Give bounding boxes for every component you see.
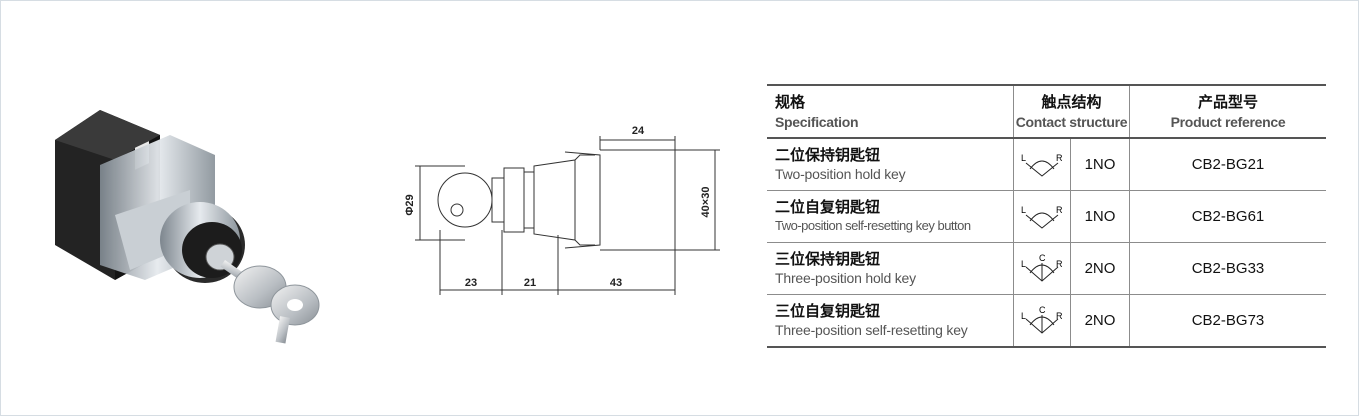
svg-text:L: L: [1021, 259, 1026, 269]
header-contact-structure: 触点结构 Contact structure: [1013, 84, 1130, 139]
dim-bottom-3: 43: [610, 277, 622, 289]
header-product-reference: 产品型号 Product reference: [1129, 84, 1326, 139]
table-header-row: 规格 Specification 触点结构 Contact structure …: [767, 84, 1326, 139]
spec-table: 规格 Specification 触点结构 Contact structure …: [767, 84, 1326, 348]
product-reference: CB2-BG61: [1129, 190, 1326, 243]
contact-type: 1NO: [1070, 138, 1130, 191]
switch-symbol-icon: L R: [1021, 205, 1063, 229]
table-row: 三位保持钥匙钮 Three-position hold key L C R 2N…: [767, 242, 1326, 295]
switch-symbol-icon: L C R: [1021, 253, 1063, 282]
spec-cell: 三位自复钥匙钮 Three-position self-resetting ke…: [767, 294, 1014, 348]
dim-height: 40×30: [700, 187, 712, 218]
spec-cell: 二位保持钥匙钮 Two-position hold key: [767, 138, 1014, 191]
dim-top: 24: [632, 125, 645, 137]
product-reference: CB2-BG33: [1129, 242, 1326, 295]
product-reference: CB2-BG73: [1129, 294, 1326, 348]
contact-symbol-2pos: L R: [1013, 190, 1071, 243]
dim-bottom-2: 21: [524, 277, 536, 289]
svg-text:R: R: [1056, 259, 1063, 269]
contact-type: 2NO: [1070, 242, 1130, 295]
spec-cell: 三位保持钥匙钮 Three-position hold key: [767, 242, 1014, 295]
svg-text:R: R: [1056, 205, 1063, 215]
switch-symbol-icon: L C R: [1021, 305, 1063, 334]
table-row: 二位保持钥匙钮 Two-position hold key L R 1NO CB…: [767, 138, 1326, 191]
table-row: 二位自复钥匙钮 Two-position self-resetting key …: [767, 190, 1326, 243]
contact-symbol-2pos: L R: [1013, 138, 1071, 191]
product-photo: [55, 110, 320, 344]
contact-type: 2NO: [1070, 294, 1130, 348]
spec-cell: 二位自复钥匙钮 Two-position self-resetting key …: [767, 190, 1014, 243]
svg-text:L: L: [1021, 205, 1026, 215]
dim-diameter: Φ29: [404, 194, 416, 215]
svg-text:C: C: [1039, 305, 1046, 315]
table-row: 三位自复钥匙钮 Three-position self-resetting ke…: [767, 294, 1326, 348]
svg-text:C: C: [1039, 253, 1046, 263]
svg-text:R: R: [1056, 311, 1063, 321]
product-reference: CB2-BG21: [1129, 138, 1326, 191]
header-specification: 规格 Specification: [767, 84, 1014, 139]
svg-text:R: R: [1056, 153, 1063, 163]
switch-symbol-icon: L R: [1021, 153, 1063, 177]
dimension-drawing: 24 Φ29 40×30 23 21 43: [404, 125, 720, 295]
svg-text:L: L: [1021, 311, 1026, 321]
contact-symbol-3pos: L C R: [1013, 294, 1071, 348]
svg-text:L: L: [1021, 153, 1026, 163]
contact-type: 1NO: [1070, 190, 1130, 243]
dim-bottom-1: 23: [465, 277, 477, 289]
contact-symbol-3pos: L C R: [1013, 242, 1071, 295]
